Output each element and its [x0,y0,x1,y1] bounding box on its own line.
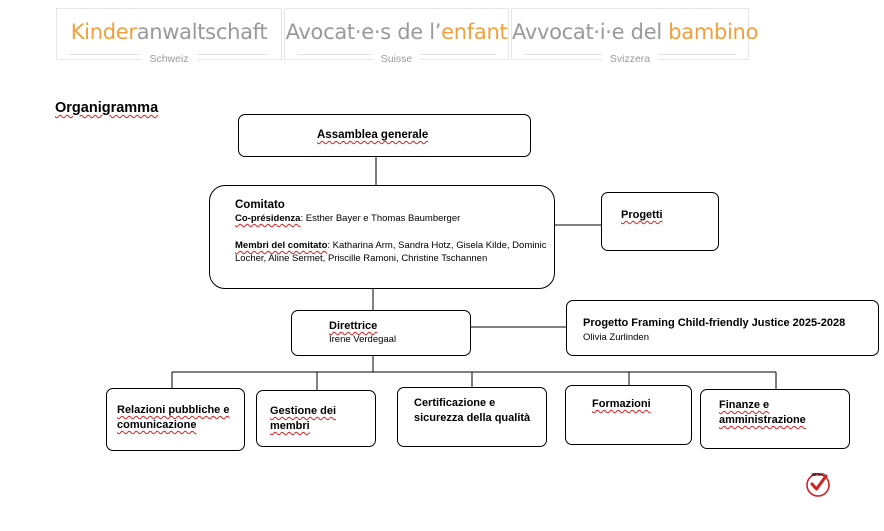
logo-kinderanwaltschaft: Kinderanwaltschaft Schweiz [56,8,282,65]
logo-avvocati-bambino: Avvocat·i·e del bambino Svizzera [511,8,758,65]
dept-public-relations: Relazioni pubbliche e comunicazione [106,388,245,451]
dept-quality-certification: Certificazione e sicurezza della qualità [397,387,547,447]
committee-box: Comitato Co-présidenza: Esther Bayer e T… [209,185,555,289]
svg-text:ZEWO: ZEWO [811,472,825,477]
dept-label: Relazioni pubbliche e comunicazione [117,404,230,431]
logo-country-schweiz: Schweiz [141,53,197,65]
dept-label: Certificazione e sicurezza della qualità [414,397,531,424]
zewo-seal-icon: ZEWO [806,472,830,497]
dept-finance-administration: Finanze e amministrazione [700,389,850,449]
director-box: Direttrice Irene Verdegaal [291,310,471,356]
page-title: Organigramma [55,100,159,116]
committee-title: Comitato [235,199,285,211]
committee-copresidency: Co-présidenza: Esther Bayer e Thomas Bau… [235,213,461,224]
assembly-label: Assamblea generale [317,129,429,141]
director-title: Direttrice [329,320,378,332]
dept-label: Formazioni [592,398,651,410]
framing-project-title: Progetto Framing Child-friendly Justice … [583,317,846,329]
director-name: Irene Verdegaal [329,334,397,345]
dept-label: Finanze e amministrazione [719,399,806,426]
dept-trainings: Formazioni [565,385,692,445]
committee-members: Membri del comitato: Katharina Arm, Sand… [235,240,547,264]
logo-avocats-enfant: Avocat·e·s de l’enfant Suisse [284,8,509,65]
dept-member-management: Gestione dei membri [256,390,376,447]
assembly-box: Assamblea generale [238,114,531,157]
projects-box: Progetti [601,192,719,251]
dept-label: Gestione dei membri [270,405,337,432]
framing-project-box: Progetto Framing Child-friendly Justice … [566,300,879,356]
framing-project-lead: Olivia Zurlinden [583,332,649,343]
logo-country-suisse: Suisse [372,53,421,65]
logo-country-svizzera: Svizzera [601,53,659,65]
projects-label: Progetti [621,209,663,221]
